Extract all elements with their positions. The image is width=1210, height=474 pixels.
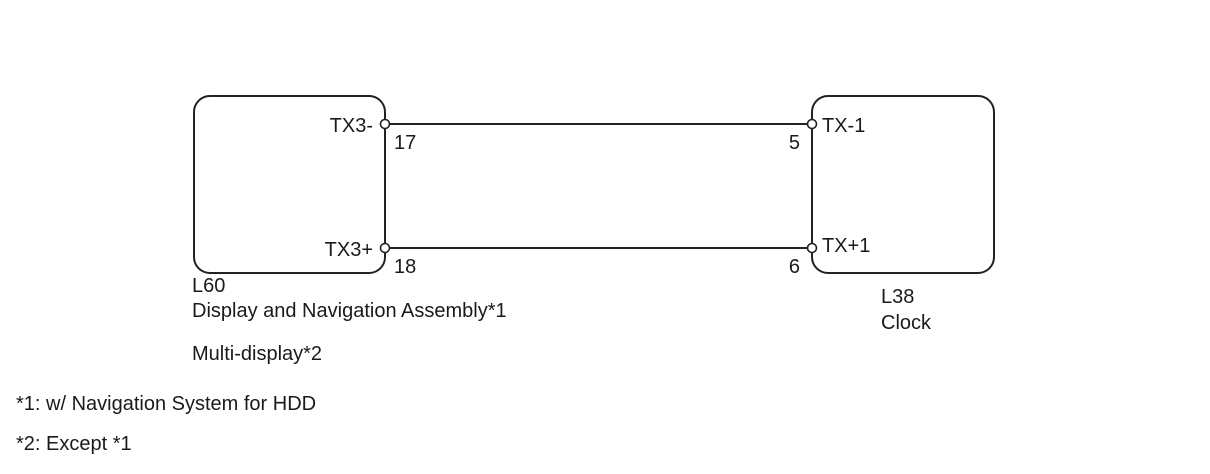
right-component-name: Clock xyxy=(881,312,932,334)
left-component-box xyxy=(193,95,386,274)
right-bottom-pin-number: 6 xyxy=(789,256,800,278)
left-bottom-pin-number: 18 xyxy=(394,256,416,278)
right-component-box xyxy=(811,95,995,274)
right-top-pin-terminal xyxy=(806,118,818,130)
right-bottom-pin-label: TX+1 xyxy=(822,235,870,257)
footnote-1: *1: w/ Navigation System for HDD xyxy=(16,393,316,415)
right-bottom-pin-terminal xyxy=(806,242,818,254)
left-component-code: L60 xyxy=(192,275,225,297)
left-component-alt-name: Multi-display*2 xyxy=(192,343,322,365)
left-component-name: Display and Navigation Assembly*1 xyxy=(192,300,507,322)
left-bottom-pin-label: TX3+ xyxy=(325,239,373,261)
left-top-pin-label: TX3- xyxy=(330,115,373,137)
left-bottom-pin-terminal xyxy=(379,242,391,254)
right-top-pin-number: 5 xyxy=(789,132,800,154)
footnote-2: *2: Except *1 xyxy=(16,433,132,455)
right-top-pin-label: TX-1 xyxy=(822,115,865,137)
right-component-code: L38 xyxy=(881,286,914,308)
left-top-pin-terminal xyxy=(379,118,391,130)
left-top-pin-number: 17 xyxy=(394,132,416,154)
